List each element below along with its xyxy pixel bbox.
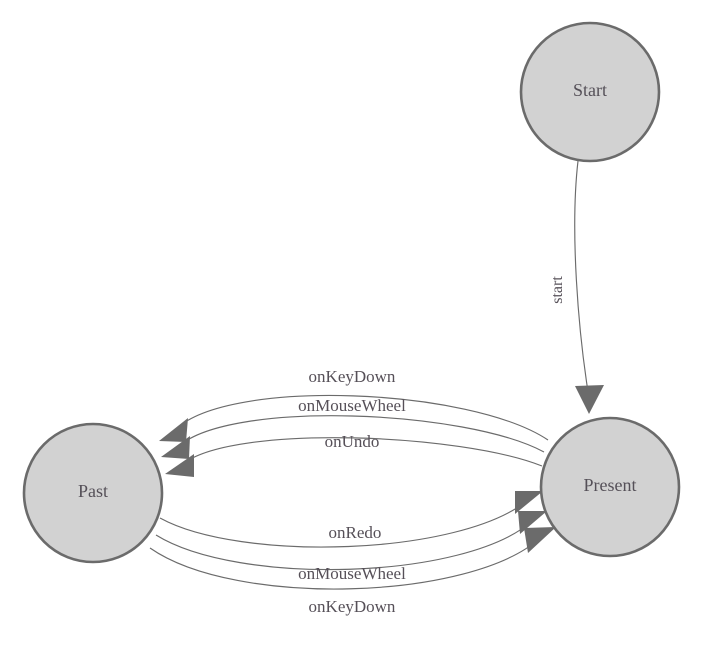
edge-past-to-present-redo-label: onRedo [329, 523, 382, 542]
edge-present-to-past-keydown-path [175, 394, 549, 441]
edge-present-to-past-undo-path [183, 437, 543, 467]
edge-past-to-present-keydown-label: onKeyDown [309, 597, 396, 616]
edge-start-to-present-arrowhead [575, 385, 604, 414]
edge-present-to-past-mousewheel-arrowhead [161, 436, 190, 459]
edge-start-to-present-label: start [549, 276, 566, 304]
edge-past-to-present-mousewheel-label: onMouseWheel [298, 564, 406, 583]
node-present[interactable]: Present [539, 416, 681, 558]
node-past-circle [22, 422, 164, 564]
node-past-label: Past [78, 481, 108, 501]
edge-present-to-past-mousewheel[interactable]: onMouseWheel [161, 396, 545, 459]
edge-present-to-past-mousewheel-path [178, 415, 545, 453]
node-past[interactable]: Past [22, 422, 164, 564]
edge-past-to-present-redo-path [159, 499, 529, 548]
edge-past-to-present-keydown-path [149, 537, 541, 590]
edge-present-to-past-keydown-label: onKeyDown [309, 367, 396, 386]
edge-start-to-present[interactable]: start [549, 160, 604, 414]
edge-start-to-present-path [574, 160, 590, 399]
edge-past-to-present-keydown[interactable]: onKeyDown [149, 527, 556, 616]
edge-past-to-present-mousewheel-path [155, 520, 533, 571]
edge-present-to-past-mousewheel-label: onMouseWheel [298, 396, 406, 415]
node-start-label: Start [573, 80, 607, 100]
edge-present-to-past-undo-label: onUndo [325, 432, 380, 451]
node-present-label: Present [584, 475, 637, 495]
node-present-circle [539, 416, 681, 558]
node-start[interactable]: Start [519, 21, 661, 163]
node-start-circle [519, 21, 661, 163]
edge-present-to-past-undo-arrowhead [165, 454, 194, 477]
edge-past-to-present-redo[interactable]: onRedo [159, 491, 543, 548]
edge-past-to-present-keydown-arrowhead [524, 527, 556, 553]
edge-present-to-past-keydown-arrowhead [159, 418, 188, 442]
edge-past-to-present-redo-arrowhead [515, 491, 543, 514]
edge-present-to-past-keydown[interactable]: onKeyDown [159, 367, 549, 442]
edge-present-to-past-undo[interactable]: onUndo [165, 432, 543, 477]
